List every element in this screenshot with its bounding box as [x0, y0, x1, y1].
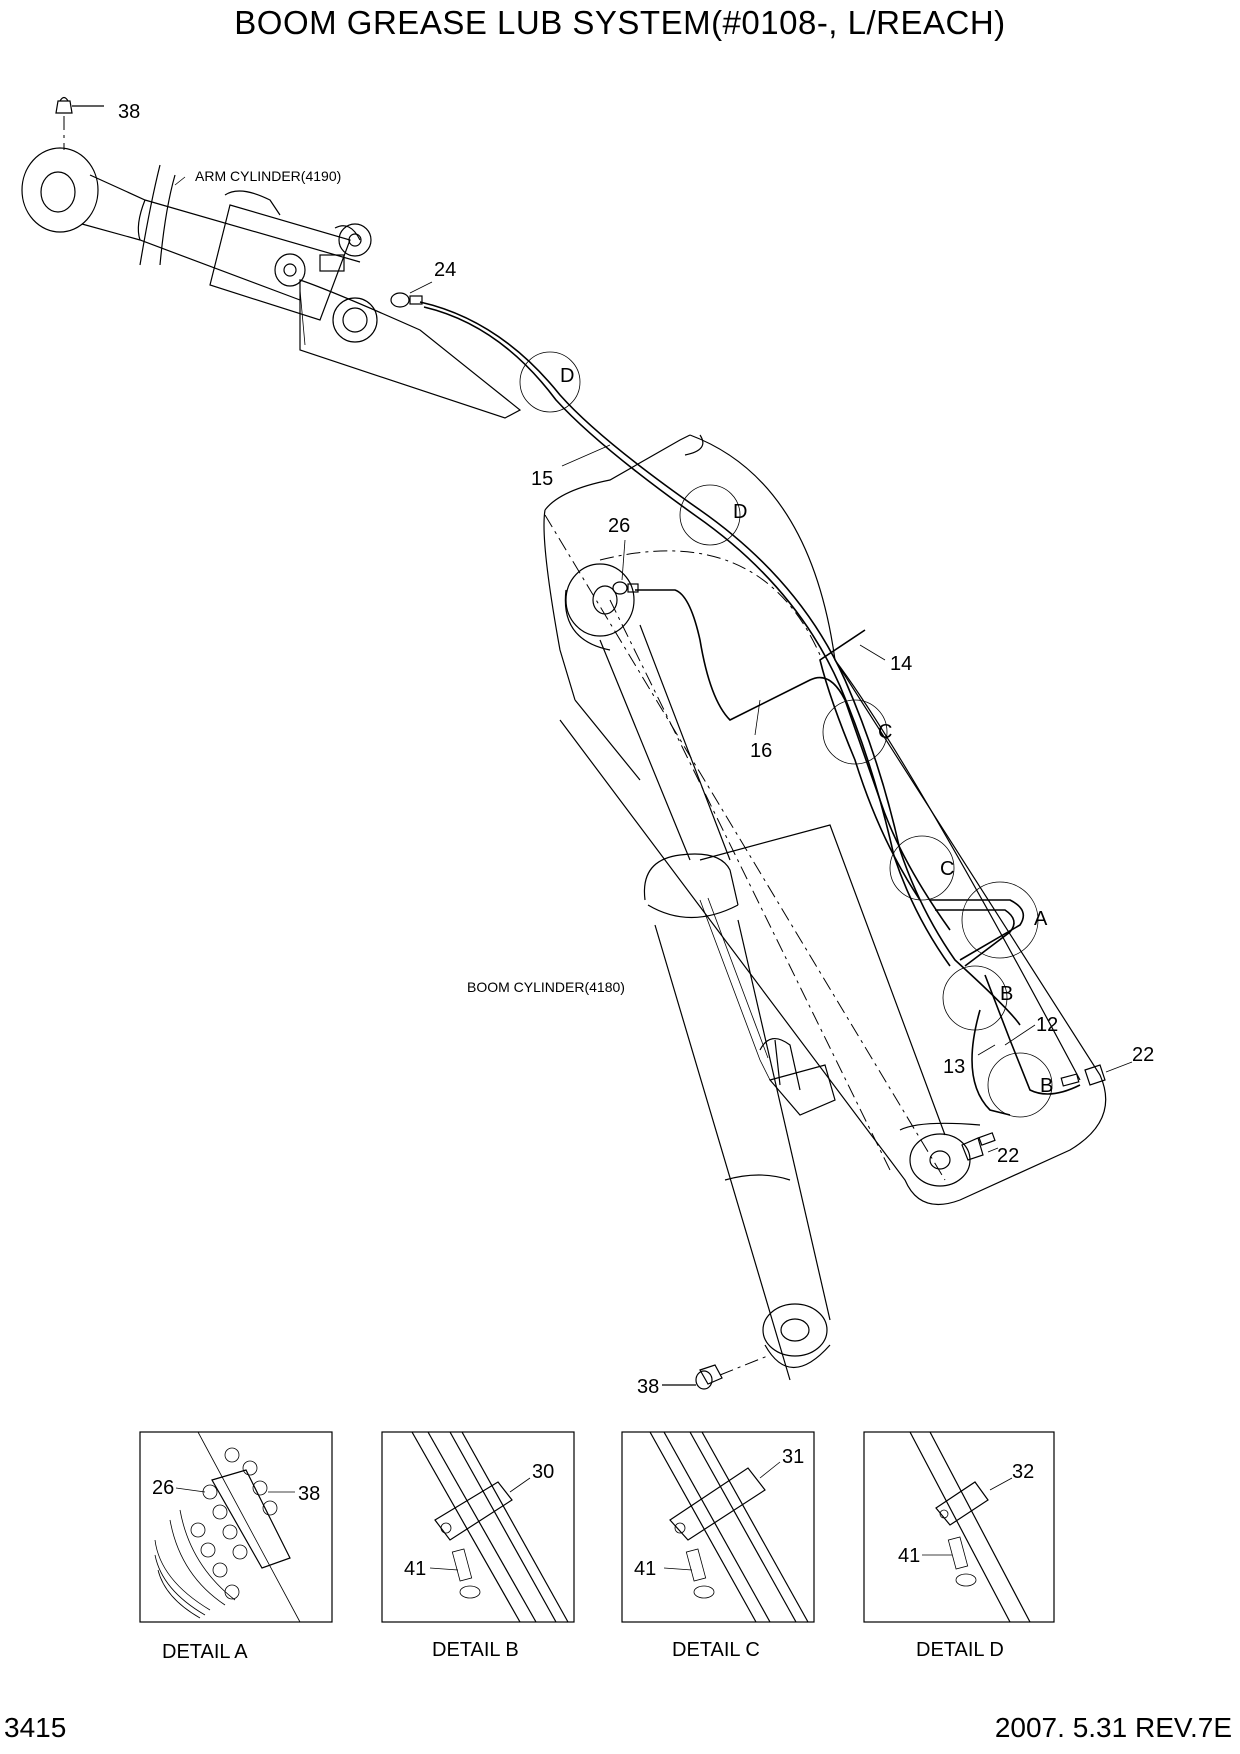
callout-13: 13: [943, 1056, 965, 1078]
detail-d-callout-41: 41: [898, 1545, 920, 1567]
detail-a-title: DETAIL A: [162, 1641, 248, 1663]
detail-d-panel: 32 41 DETAIL D: [863, 1431, 1055, 1661]
boom-drawing: [543, 434, 1107, 1206]
grease-nipple-bottom: [662, 1354, 771, 1390]
detail-b-callout-41: 41: [404, 1558, 426, 1580]
detail-marker-c-1: C: [878, 721, 892, 743]
callout-16: 16: [750, 740, 772, 762]
callout-38-top: 38: [118, 101, 140, 123]
grease-nipple-top: [55, 96, 104, 150]
arm-cylinder-drawing: [21, 96, 522, 419]
detail-c-panel: 31 41 DETAIL C: [621, 1431, 815, 1661]
detail-marker-d-1: D: [560, 365, 574, 387]
detail-a-callout-38: 38: [298, 1483, 320, 1505]
label-boom-cylinder: BOOM CYLINDER(4180): [467, 979, 625, 995]
callout-22-bottom: 22: [997, 1145, 1019, 1167]
detail-marker-b-2: B: [1040, 1075, 1053, 1097]
callout-14: 14: [890, 653, 912, 675]
callout-12: 12: [1036, 1014, 1058, 1036]
callout-15: 15: [531, 468, 553, 490]
grease-hoses: [390, 292, 1106, 1161]
detail-d-title: DETAIL D: [916, 1639, 1004, 1661]
detail-marker-c-2: C: [940, 858, 954, 880]
detail-a-panel: 26 38 DETAIL A: [139, 1431, 333, 1663]
page-number: 3415: [4, 1712, 67, 1743]
detail-b-callout-30: 30: [532, 1461, 554, 1483]
detail-marker-b-1: B: [1000, 983, 1013, 1005]
detail-c-callout-41: 41: [634, 1558, 656, 1580]
detail-marker-circles: [519, 351, 1053, 1118]
detail-marker-a: A: [1034, 908, 1048, 930]
detail-d-callout-32: 32: [1012, 1461, 1034, 1483]
detail-c-callout-31: 31: [782, 1446, 804, 1468]
detail-a-callout-26: 26: [152, 1477, 174, 1499]
callout-24: 24: [434, 259, 456, 281]
label-arm-cylinder: ARM CYLINDER(4190): [195, 168, 341, 184]
callout-38-bottom: 38: [637, 1376, 659, 1398]
detail-marker-d-2: D: [733, 501, 747, 523]
callout-22-right: 22: [1132, 1044, 1154, 1066]
leader-lines: [409, 281, 1133, 1153]
page-title: BOOM GREASE LUB SYSTEM(#0108-, L/REACH): [234, 4, 1006, 41]
boom-cylinder-drawing: [599, 624, 836, 1390]
callout-26: 26: [608, 515, 630, 537]
detail-b-title: DETAIL B: [432, 1639, 519, 1661]
detail-c-title: DETAIL C: [672, 1639, 760, 1661]
detail-b-panel: 30 41 DETAIL B: [381, 1431, 575, 1661]
revision-date: 2007. 5.31 REV.7E: [994, 1712, 1232, 1743]
